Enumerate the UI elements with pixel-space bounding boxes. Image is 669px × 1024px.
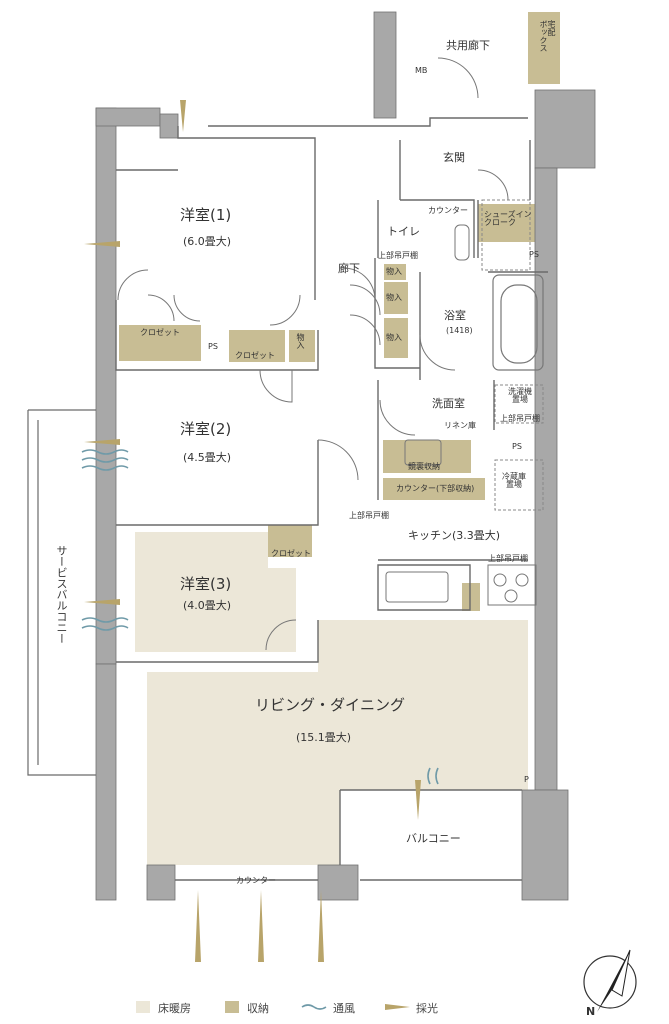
room-western2-name: 洋室(2) — [180, 420, 232, 438]
label-storage-2: 物入 — [386, 267, 402, 276]
floor-heating-living — [147, 620, 528, 865]
room-living-size: (15.1畳大) — [296, 731, 352, 744]
legend-swatch-storage — [225, 1001, 239, 1013]
ventilation-marks — [81, 449, 439, 785]
dashed-boxes — [481, 199, 544, 511]
legend-swatch-light — [385, 1004, 410, 1010]
room-western1-size: (6.0畳大) — [183, 235, 232, 248]
storage-d — [384, 318, 408, 358]
room-balcony: バルコニー — [406, 832, 461, 845]
legend-vent: 通風 — [333, 1002, 355, 1015]
label-mirror-storage: 鏡裏収納 — [408, 462, 440, 471]
mirror-storage — [383, 440, 471, 473]
label-delivery-box: 宅配 ボックス — [539, 20, 556, 52]
storage-b — [384, 264, 406, 280]
toilet-fixture — [454, 224, 470, 261]
label-ps-3: PS — [512, 442, 522, 451]
floor-heating-room3 — [135, 532, 296, 652]
room-entrance: 玄関 — [443, 151, 465, 164]
label-shoes-in-closet: シューズイン クローク — [484, 210, 532, 227]
closet-room1 — [119, 325, 201, 361]
label-counter-bottom: カウンター — [236, 876, 276, 885]
label-storage-3: 物入 — [386, 293, 402, 302]
label-fridge: 冷蔵庫 置場 — [502, 472, 526, 489]
bathtub — [492, 274, 544, 371]
kitchen-small — [462, 583, 480, 611]
compass-label: N — [586, 1005, 596, 1018]
label-storage-4: 物入 — [386, 333, 402, 342]
room-washroom: 洗面室 — [432, 397, 465, 410]
washbasin — [404, 439, 442, 466]
room-toilet: トイレ — [387, 225, 420, 238]
legend-floorheat: 床暖房 — [158, 1002, 191, 1015]
room-western1-name: 洋室(1) — [180, 206, 232, 224]
room-service-balcony: サービスバルコニー — [55, 545, 68, 644]
outer-walls — [95, 11, 596, 901]
label-counter-toilet: カウンター — [428, 206, 468, 215]
label-ps-2: PS — [529, 250, 539, 259]
counter-storage — [383, 478, 485, 500]
legend-swatch-floorheat — [136, 1001, 150, 1013]
service-balcony-rail — [27, 409, 96, 776]
kitchen-sink — [385, 571, 449, 603]
delivery-box — [528, 12, 560, 84]
label-mb: MB — [415, 66, 428, 75]
label-storage-1: 物入 — [296, 333, 305, 349]
legend-light: 採光 — [416, 1002, 438, 1015]
label-closet-3: クロゼット — [271, 549, 311, 558]
room-kitchen: キッチン(3.3畳大) — [408, 529, 501, 542]
label-p: P — [524, 775, 529, 784]
label-closet-2: クロゼット — [235, 351, 275, 360]
label-counter-storage: カウンター(下部収納) — [396, 484, 475, 493]
label-washing-sub: 上部吊戸棚 — [500, 414, 540, 423]
legend-storage: 収納 — [247, 1002, 269, 1015]
shoe-closet — [478, 204, 544, 242]
closet-room2 — [229, 330, 285, 362]
compass-icon — [583, 949, 637, 1012]
lighting-marks — [84, 100, 421, 962]
room-bath-name: 浴室 — [444, 309, 466, 322]
storage-c — [384, 282, 408, 314]
label-upper-cabinet-3: 上部吊戸棚 — [488, 554, 528, 563]
interior-walls — [115, 117, 548, 881]
label-upper-cabinet-2: 上部吊戸棚 — [349, 511, 389, 520]
room-western3-name: 洋室(3) — [180, 575, 232, 593]
room-western2-size: (4.5畳大) — [183, 451, 232, 464]
storage-a — [289, 330, 315, 362]
door-swings — [117, 57, 509, 651]
label-closet-1: クロゼット — [140, 328, 180, 337]
label-ps-1: PS — [208, 342, 218, 351]
legend-swatch-vent — [301, 1004, 327, 1010]
room-corridor: 廊下 — [338, 262, 360, 275]
room-bath-size: (1418) — [446, 326, 473, 335]
room-common-corridor: 共用廊下 — [446, 39, 490, 52]
room-western3-size: (4.0畳大) — [183, 599, 232, 612]
room-living-name: リビング・ダイニング — [255, 696, 406, 714]
label-upper-cabinet-1: 上部吊戸棚 — [378, 251, 418, 260]
label-linen: リネン庫 — [444, 421, 476, 430]
closet-room3 — [268, 525, 312, 557]
stove — [487, 564, 537, 606]
label-washing-machine: 洗濯機 置場 — [508, 387, 532, 404]
